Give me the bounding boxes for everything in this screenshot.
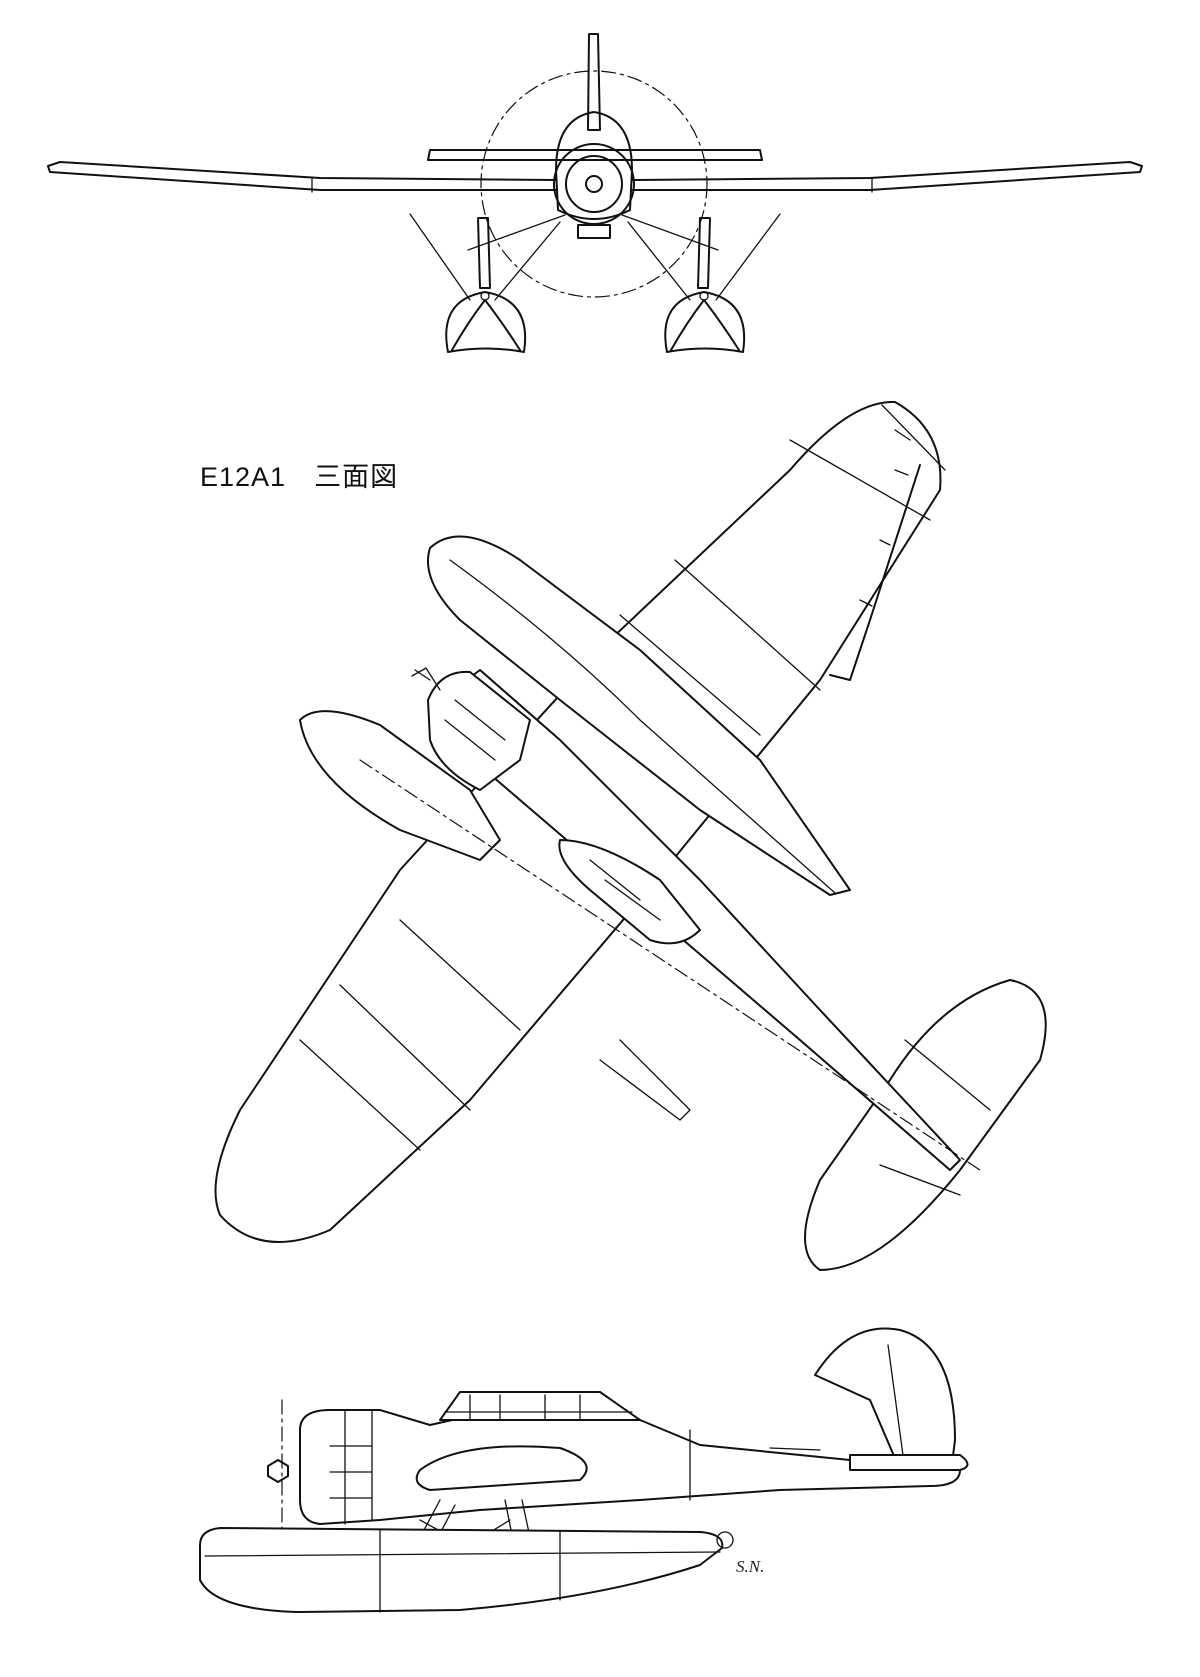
front-cowling <box>555 111 633 220</box>
front-strut-left <box>409 213 566 301</box>
top-centerline <box>359 759 981 1171</box>
front-wing-right <box>631 161 1143 191</box>
side-canopy <box>439 1391 641 1421</box>
front-engine-ring-inner <box>565 155 623 213</box>
front-wing-left <box>47 161 557 191</box>
top-engine-cowling <box>427 670 531 791</box>
side-fin <box>814 1327 956 1481</box>
side-fuselage <box>299 1409 961 1525</box>
front-float-left <box>445 291 527 353</box>
front-float-right <box>664 291 746 353</box>
side-wing-root <box>415 1445 588 1491</box>
top-float-left <box>299 710 501 861</box>
propeller-disc <box>480 70 708 298</box>
top-float <box>427 535 851 896</box>
front-spinner <box>585 175 603 193</box>
side-float <box>199 1527 724 1613</box>
front-fin <box>587 33 601 131</box>
front-view <box>47 33 1143 353</box>
front-cowl-lip <box>577 224 611 239</box>
side-view <box>199 1327 969 1613</box>
page-title: E12A1 三面図 <box>200 462 399 492</box>
top-view <box>214 400 1047 1271</box>
front-strut-right <box>621 213 781 301</box>
front-tailplane <box>427 149 763 161</box>
signature: S.N. <box>736 1557 765 1576</box>
top-fuselage <box>439 669 961 1171</box>
